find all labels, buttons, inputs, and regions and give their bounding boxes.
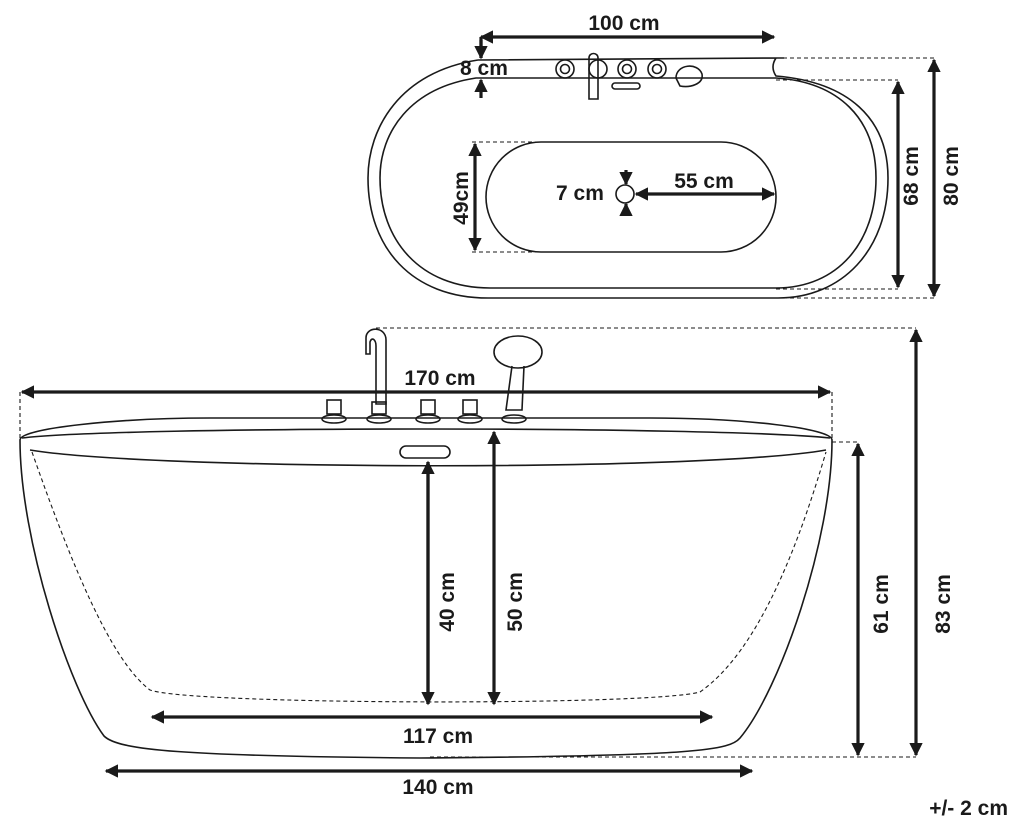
side-knob-3-base [415, 414, 441, 424]
side-outer-body [19, 417, 833, 759]
side-knob-4-base [457, 414, 483, 424]
label-inner-depth-50: 50 cm [504, 572, 527, 632]
label-inner-depth-68: 68 cm [900, 146, 923, 206]
side-knob-4 [462, 399, 478, 415]
top-view: 100 cm 8 cm 49cm 7 cm 55 cm 68 cm 80 cm [367, 12, 963, 299]
label-inner-width-49: 49cm [450, 171, 473, 225]
label-body-height-61: 61 cm [870, 574, 893, 634]
label-total-height-83: 83 cm [932, 574, 955, 634]
side-spout [365, 328, 387, 405]
top-inner-rim [379, 77, 877, 289]
top-knob-4-inner [651, 63, 663, 75]
side-knob-3 [420, 399, 436, 415]
side-knobs [321, 399, 483, 424]
label-rim-8: 8 cm [460, 57, 508, 80]
top-shower-head [675, 65, 703, 88]
top-spout [588, 52, 599, 100]
side-inner-basin [31, 451, 827, 703]
top-basin [485, 141, 777, 253]
side-knob-1-base [321, 414, 347, 424]
label-bottom-length-117: 117 cm [403, 725, 473, 748]
label-drain-offset-55: 55 cm [674, 170, 734, 193]
side-knob-1 [326, 399, 342, 415]
side-rim-top [21, 428, 831, 439]
top-drain [615, 184, 635, 204]
top-knob-3-inner [621, 63, 633, 75]
label-length-100: 100 cm [588, 12, 659, 35]
top-knob-1 [555, 59, 575, 79]
side-view: 170 cm 40 cm 50 cm 117 cm 140 cm 61 cm 8… [19, 327, 955, 799]
side-overflow [399, 445, 451, 459]
label-total-width-80: 80 cm [940, 146, 963, 206]
top-overflow-slot [611, 82, 641, 90]
top-knob-1-inner [559, 63, 571, 75]
top-outer-shell [367, 57, 889, 299]
top-knob-4 [647, 59, 667, 79]
top-faucet-group [555, 52, 703, 100]
label-depth-overflow-40: 40 cm [436, 572, 459, 632]
label-total-length-170: 170 cm [404, 367, 475, 390]
side-shower-base [501, 414, 527, 424]
side-shower-head [493, 335, 543, 369]
label-drain-7: 7 cm [556, 182, 604, 205]
top-knob-3 [617, 59, 637, 79]
side-knob-2 [371, 401, 387, 415]
side-knob-2-base [366, 414, 392, 424]
tolerance-note: +/- 2 cm [929, 797, 1008, 820]
label-base-length-140: 140 cm [402, 776, 473, 799]
side-shower-handle [505, 365, 525, 411]
